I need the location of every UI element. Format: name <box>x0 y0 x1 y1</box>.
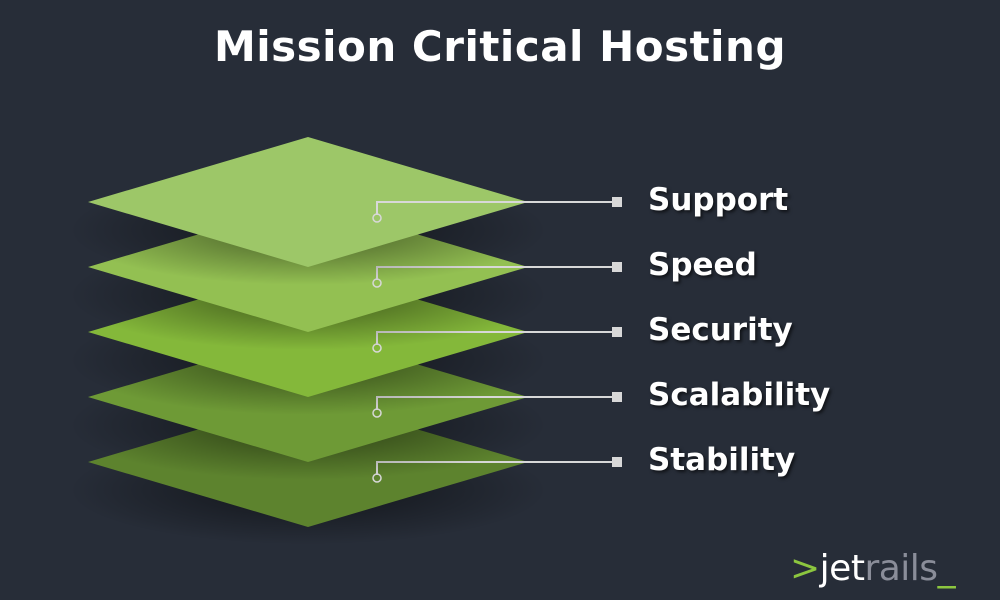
layer-label: Stability <box>648 442 796 478</box>
connector-square-icon <box>612 262 622 272</box>
layer-1 <box>68 137 622 285</box>
layer-label: Support <box>648 182 789 218</box>
jetrails-logo: >jetrails_ <box>790 548 956 589</box>
layer-label: Security <box>648 312 793 348</box>
connector-square-icon <box>612 457 622 467</box>
connector-square-icon <box>612 197 622 207</box>
connector-circle-icon <box>372 213 382 223</box>
connector-square-icon <box>612 327 622 337</box>
connector-square-icon <box>612 392 622 402</box>
page-title: Mission Critical Hosting <box>213 22 787 71</box>
connector-line <box>376 201 615 215</box>
layer-label: Speed <box>648 247 757 283</box>
layer-diamond <box>88 137 528 267</box>
layer-label: Scalability <box>648 377 831 413</box>
